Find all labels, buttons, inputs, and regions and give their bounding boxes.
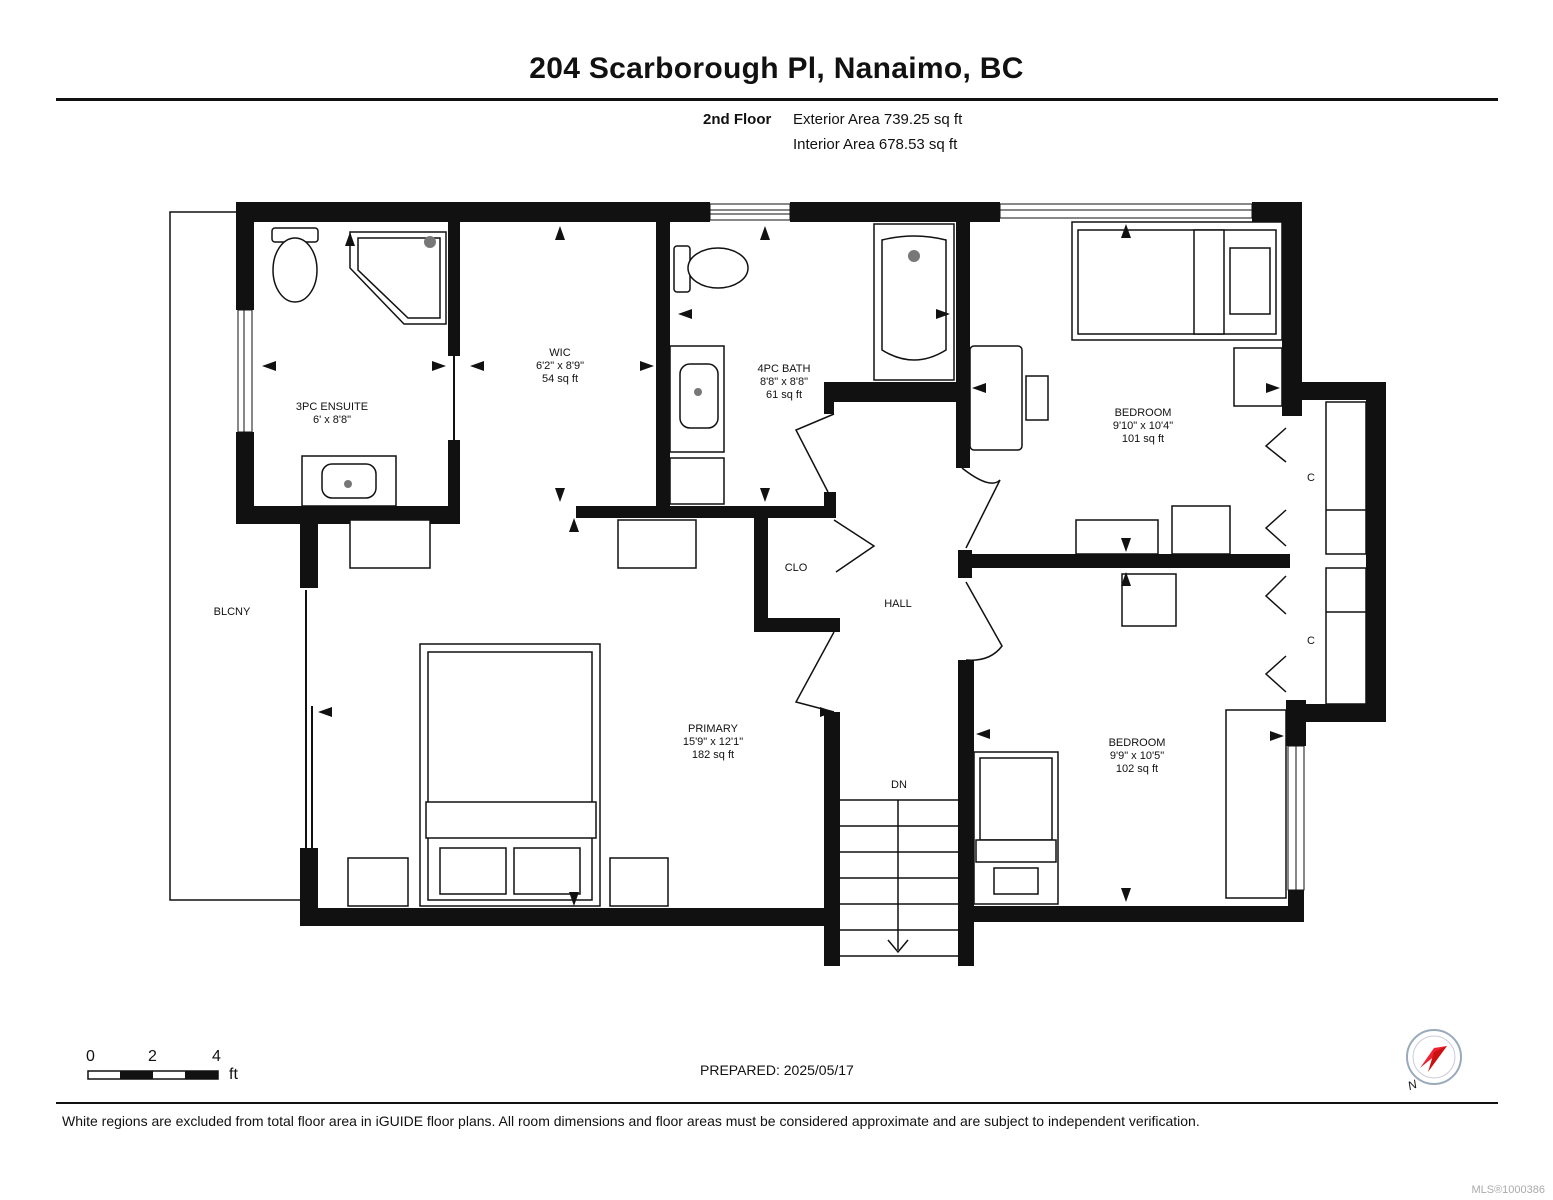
stairs-label: DN — [891, 779, 907, 791]
balcony-outline — [169, 211, 300, 901]
scale-label-4: 4 — [212, 1048, 221, 1065]
bath-area: 61 sq ft — [766, 389, 802, 401]
bath-dims: 8'8" x 8'8" — [760, 376, 808, 388]
disclaimer: White regions are excluded from total fl… — [62, 1113, 1200, 1129]
walls — [236, 202, 1386, 966]
doors — [794, 401, 1367, 713]
prepared-date: PREPARED: 2025/05/17 — [700, 1062, 854, 1078]
wic-dims: 6'2" x 8'9" — [536, 360, 584, 372]
bedroom2-dims: 9'9" x 10'5" — [1110, 750, 1164, 762]
closet1-name: C — [1307, 472, 1315, 484]
balcony-name: BLCNY — [214, 606, 251, 618]
header-rule — [56, 98, 1498, 101]
bath-name: 4PC BATH — [758, 363, 811, 375]
stairs — [840, 799, 958, 957]
clo-name: CLO — [785, 562, 808, 574]
wic-name: WIC — [549, 347, 570, 359]
scale-label-2: 2 — [148, 1048, 157, 1065]
bedroom1-dims: 9'10" x 10'4" — [1113, 420, 1173, 432]
hall-name: HALL — [884, 598, 912, 610]
bedroom1-name: BEDROOM — [1115, 407, 1172, 419]
mls-watermark: MLS®1000386 — [1471, 1184, 1545, 1196]
door-lines — [305, 356, 455, 848]
ensuite-dims: 6' x 8'8" — [313, 414, 351, 426]
scale-label-0: 0 — [86, 1048, 95, 1065]
scale-unit: ft — [229, 1066, 238, 1083]
scale-bar — [87, 1070, 219, 1080]
floor-label: 2nd Floor — [703, 111, 772, 128]
fixtures — [271, 221, 1287, 907]
compass-icon — [1406, 1029, 1462, 1085]
faucets — [344, 236, 920, 488]
view-arrows — [262, 224, 1284, 906]
bedroom2-area: 102 sq ft — [1116, 763, 1158, 775]
wic-area: 54 sq ft — [542, 373, 578, 385]
room-labels: 3PC ENSUITE 6' x 8'8" WIC 6'2" x 8'9" 54… — [214, 347, 1315, 791]
bedroom2-name: BEDROOM — [1109, 737, 1166, 749]
ensuite-name: 3PC ENSUITE — [296, 401, 368, 413]
exterior-area: Exterior Area 739.25 sq ft — [793, 111, 963, 128]
closet2-name: C — [1307, 635, 1315, 647]
interior-area: Interior Area 678.53 sq ft — [793, 136, 958, 153]
bedroom1-area: 101 sq ft — [1122, 433, 1164, 445]
footer-rule — [56, 1102, 1498, 1104]
primary-name: PRIMARY — [688, 723, 739, 735]
page-title: 204 Scarborough Pl, Nanaimo, BC — [529, 52, 1024, 85]
windows — [237, 203, 1305, 891]
primary-dims: 15'9" x 12'1" — [683, 736, 743, 748]
primary-area: 182 sq ft — [692, 749, 734, 761]
